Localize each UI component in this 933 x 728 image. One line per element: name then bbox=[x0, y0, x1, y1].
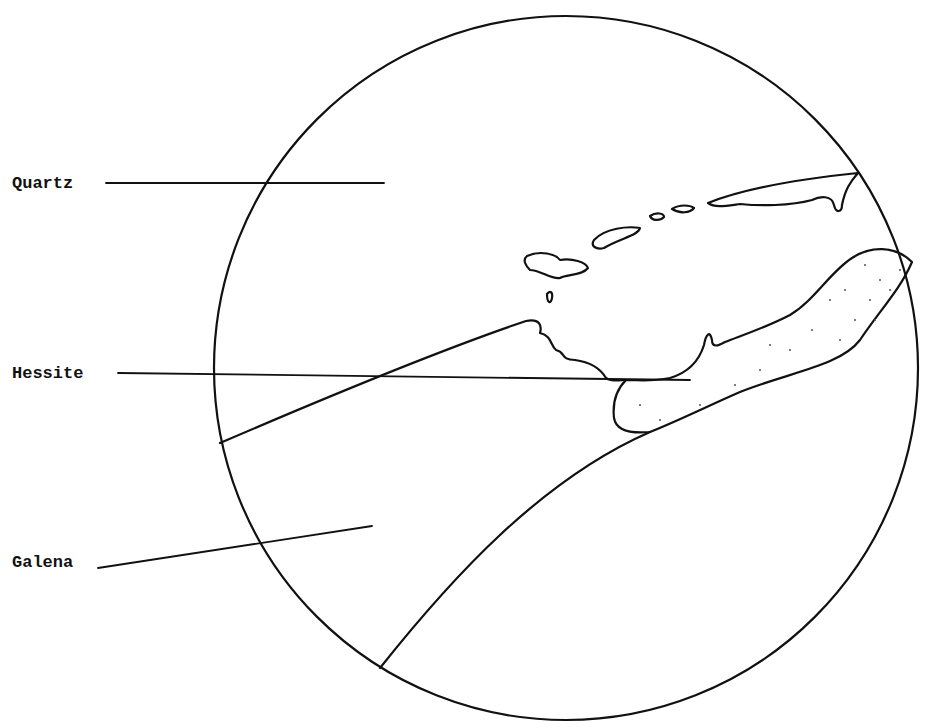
inclusion bbox=[672, 206, 694, 213]
galena-boundary bbox=[380, 432, 650, 668]
inclusion bbox=[650, 213, 664, 219]
leader-line bbox=[118, 373, 690, 380]
inclusion bbox=[593, 227, 640, 248]
mineral-label: Quartz bbox=[12, 175, 73, 192]
mineral-label: Galena bbox=[12, 554, 73, 571]
mineral-label: Hessite bbox=[12, 365, 83, 382]
leader-line bbox=[106, 182, 384, 184]
inclusion bbox=[525, 253, 588, 278]
hessite-outline bbox=[614, 249, 912, 432]
stipple bbox=[639, 264, 901, 421]
inclusion bbox=[547, 292, 552, 302]
quartz-galena-boundary bbox=[220, 320, 626, 443]
inclusion bbox=[708, 173, 858, 211]
field-circle bbox=[214, 16, 918, 720]
leader-line bbox=[98, 526, 372, 568]
